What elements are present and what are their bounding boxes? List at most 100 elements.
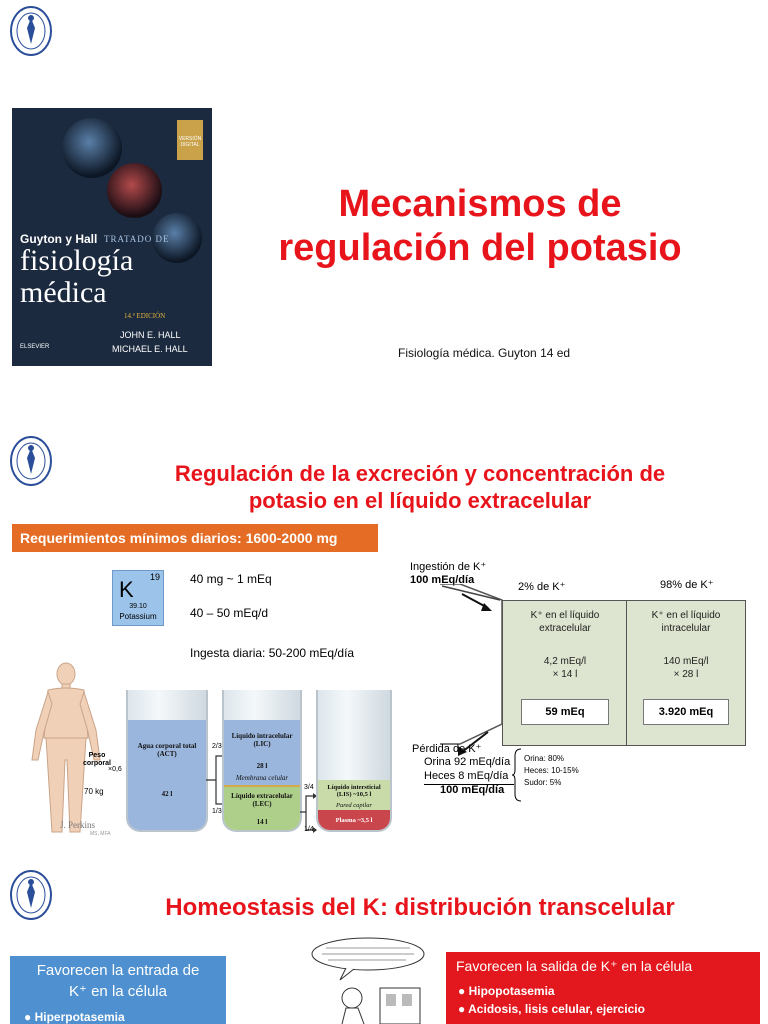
lec-value: 14 l [256,818,268,826]
lec-label: Líquido extracelular (LEC) [231,792,293,809]
ecf-compartment: K⁺ en el líquido extracelular 4,2 mEq/l … [502,600,628,746]
interstitial-liquid [318,780,390,810]
icf-percentage: 98% de K⁺ [660,579,714,591]
ecf-calc-line1: 4,2 mEq/l [543,656,587,667]
plasma-label: Plasma ~3,5 l [335,817,373,824]
element-name: Potassium [119,612,157,621]
ecf-liquid [224,787,300,830]
lic-value: 28 l [256,762,268,770]
exit-item-acidosis: ● Acidosis, lisis celular, ejercicio [458,1002,645,1016]
potassium-element-tile: 19 K 39.10 Potassium [112,570,164,626]
breakdown-sweat: Sudor: 5% [524,778,562,787]
fraction-one-quarter: 1/4 [304,826,314,833]
book-author-2: MICHAEL E. HALL [112,344,188,354]
intake-value: 100 mEq/día [410,574,475,586]
requirement-banner: Requerimientos mínimos diarios: 1600-200… [12,524,378,552]
element-symbol: K [119,577,134,602]
slide-title-heading: Mecanismos de regulación del potasio [230,182,730,270]
anatomy-figure-icon [62,118,122,178]
cartoon-illustration [311,937,425,1024]
beaker-compartments: Líquido intracelular (LIC) 28 l Membrana… [222,690,302,832]
membrane-label: Membrana celular [235,774,289,782]
slide-3-heading: Homeostasis del K: distribución transcel… [165,894,675,921]
exit-factors-panel: Favorecen la salida de K⁺ en la célula ●… [446,952,760,1024]
slide-title: VERSIÓN DIGITAL Guyton y Hall TRATADO DE… [0,0,768,400]
entry-factors-panel: Favorecen la entrada de K⁺ en la célula … [10,956,226,1024]
icf-calc-line1: 140 mEq/l [663,656,709,667]
fact-daily-meq: 40 – 50 mEq/d [190,606,269,620]
fraction-one-third: 1/3 [212,808,222,815]
book-brand: Guyton y Hall [20,232,98,246]
exit-panel-title: Favorecen la salida de K⁺ en la célula [456,958,693,974]
interstitial-label: Líquido intersticial (LIS) ~10,5 l [327,784,381,799]
book-cover: VERSIÓN DIGITAL Guyton y Hall TRATADO DE… [12,108,212,366]
entry-title-line2: K⁺ en la célula [69,983,167,1000]
artist-credit: MS, MFA [90,831,111,837]
entry-panel-title: Favorecen la entrada de K⁺ en la célula [10,960,226,1002]
weight-factor: ×0,6 [108,766,122,773]
exit-item-hypokalemia: ● Hipopotasemia [458,984,555,998]
fraction-three-quarters: 3/4 [304,784,314,791]
feces-loss: Heces 8 mEq/día [424,770,509,782]
icf-liquid [224,720,300,786]
loss-total: 100 mEq/día [440,784,505,796]
book-edition: 14.ª EDICIÓN [124,312,166,320]
beaker-extracellular: Líquido intersticial (LIS) ~10,5 l Pared… [316,690,392,832]
weight-label: Peso corporal [82,752,111,767]
university-seal-icon [10,436,52,486]
cell-membrane-line [224,785,300,787]
ecf-label: K⁺ en el líquido extracelular [530,610,600,634]
university-seal-icon [10,6,52,56]
icf-total-box: 3.920 mEq [643,699,729,725]
university-seal-icon [10,870,52,920]
slide-homeostasis: Homeostasis del K: distribución transcel… [0,860,768,1024]
heading-line-2: potasio en el líquido extracelular [248,488,592,513]
bullet-icon: ● [458,984,469,998]
human-body-illustration [31,662,101,833]
loss-sum-line [424,784,514,785]
atomic-number: 19 [149,572,160,582]
act-label: Agua corporal total (ACT) [137,742,197,759]
breakdown-urine: Orina: 80% [524,754,565,763]
book-author-1: JOHN E. HALL [120,330,181,340]
digital-version-badge: VERSIÓN DIGITAL [177,120,203,160]
ecf-calc-line2: × 14 l [552,669,578,680]
bullet-icon: ● [24,1010,35,1024]
intake-label: Ingestión de K⁺ [410,561,487,573]
act-value: 42 l [161,790,173,798]
fraction-two-thirds: 2/3 [212,743,222,750]
icf-label: K⁺ en el líquido intracelular [651,610,721,634]
fact-mg-meq: 40 mg ~ 1 mEq [190,572,272,586]
artist-signature: J. Perkins [60,820,96,830]
loss-label: Pérdida de K⁺ [412,743,482,755]
book-title-line1: fisiología [20,244,134,277]
icf-calc-line2: × 28 l [673,669,699,680]
book-publisher: ELSEVIER [20,344,50,350]
heading-line-1: Regulación de la excreción y concentraci… [174,461,666,486]
fact-daily-intake: Ingesta diaria: 50-200 mEq/día [190,646,355,660]
atomic-mass: 39.10 [129,603,147,610]
urine-loss: Orina 92 mEq/día [424,756,511,768]
title-line-2: regulación del potasio [278,227,682,269]
slide-excretion: Regulación de la excreción y concentraci… [0,420,768,850]
split-arrows-2 [300,793,317,833]
icf-compartment: K⁺ en el líquido intracelular 140 mEq/l … [626,600,746,746]
book-title-line2: médica [20,276,107,309]
entry-title-line1: Favorecen la entrada de [36,962,200,979]
book-series: TRATADO DE [104,234,170,244]
entry-item: ● Hiperpotasemia [24,1010,125,1024]
title-line-1: Mecanismos de [338,183,622,225]
breakdown-feces: Heces: 10-15% [524,766,579,775]
ecf-total-box: 59 mEq [521,699,609,725]
slide-2-heading: Regulación de la excreción y concentraci… [100,460,740,514]
total-water-liquid [128,720,206,830]
body-weight: 70 kg [84,787,104,796]
breakdown-bracket-icon [512,748,522,802]
capillary-label: Pared capilar [335,802,373,809]
lic-label: Líquido intracelular (LIC) [231,732,293,749]
source-citation: Fisiología médica. Guyton 14 ed [398,346,571,360]
ecf-percentage: 2% de K⁺ [518,581,566,593]
bullet-icon: ● [458,1002,469,1016]
beaker-total-water: Agua corporal total (ACT) 42 l [126,690,208,832]
plasma-liquid [318,810,390,830]
